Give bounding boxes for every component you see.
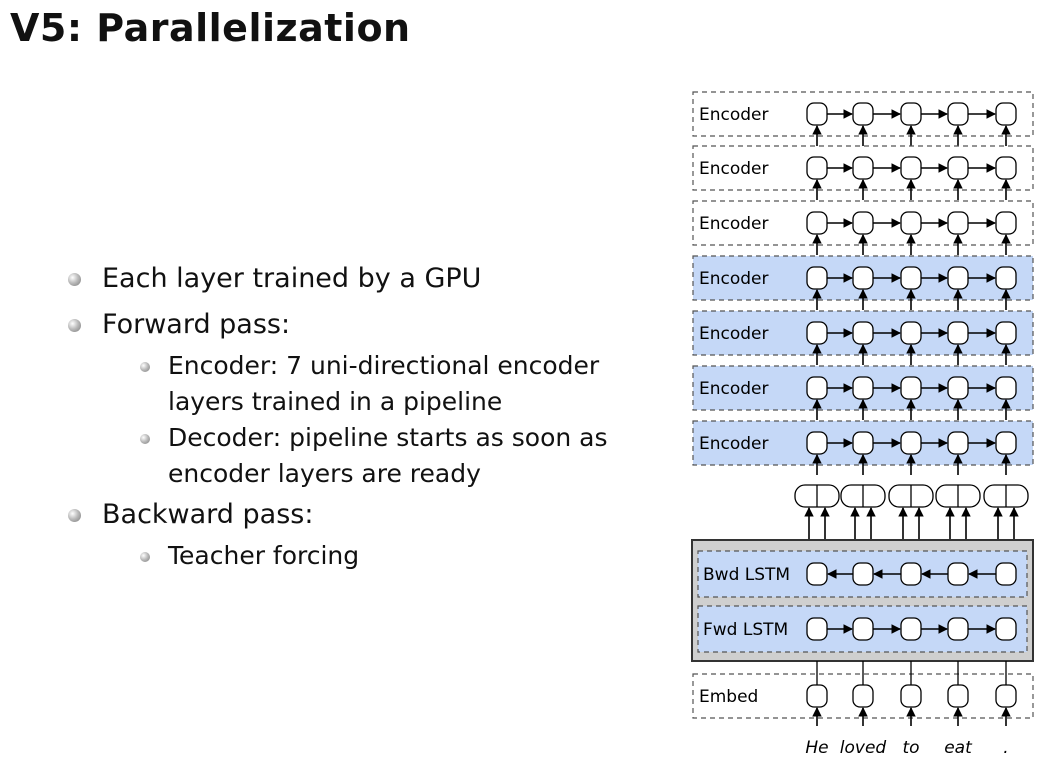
embed-cell (806, 684, 828, 708)
bwd-lstm-label: Bwd LSTM (703, 565, 790, 585)
lstm-cell (947, 266, 969, 290)
lstm-cell (852, 211, 874, 235)
lstm-cell (947, 211, 969, 235)
embed-cell (900, 684, 922, 708)
bwd-lstm-cell (806, 562, 828, 586)
lstm-cell (900, 376, 922, 400)
bwd-lstm-cell (852, 562, 874, 586)
input-token: . (1003, 738, 1008, 758)
lstm-cell (852, 156, 874, 180)
encoder-layer-label: Encoder (699, 379, 769, 399)
lstm-cell (900, 266, 922, 290)
bullet-list: Each layer trained by a GPU Forward pass… (68, 256, 608, 574)
lstm-cell (947, 156, 969, 180)
encoder-layer-label: Encoder (699, 105, 769, 125)
bullet-gpu-per-layer: Each layer trained by a GPU (68, 256, 608, 302)
lstm-cell (900, 431, 922, 455)
embed-layer-label: Embed (699, 687, 758, 707)
lstm-cell (806, 321, 828, 345)
subbullet-decoder: Decoder: pipeline starts as soon as enco… (68, 420, 608, 492)
lstm-cell (900, 102, 922, 126)
input-token: loved (840, 738, 887, 758)
input-token: to (902, 738, 919, 758)
bullet-icon (68, 273, 81, 286)
bullet-icon (68, 509, 81, 522)
lstm-cell (995, 376, 1017, 400)
lstm-cell (852, 321, 874, 345)
fwd-lstm-cell (995, 617, 1017, 641)
lstm-cell (995, 102, 1017, 126)
lstm-cell (995, 211, 1017, 235)
encoder-layer-label: Encoder (699, 324, 769, 344)
fwd-lstm-cell (806, 617, 828, 641)
fwd-lstm-cell (852, 617, 874, 641)
bwd-lstm-cell (995, 562, 1017, 586)
embed-cell (995, 684, 1017, 708)
lstm-cell (852, 102, 874, 126)
fwd-lstm-cell (947, 617, 969, 641)
bullet-backward-pass: Backward pass: (68, 492, 608, 538)
lstm-cell (806, 431, 828, 455)
slide-title: V5: Parallelization (10, 6, 411, 50)
lstm-cell (806, 266, 828, 290)
lstm-cell (806, 156, 828, 180)
bullet-icon (140, 552, 150, 562)
lstm-cell (995, 431, 1017, 455)
lstm-cell (995, 156, 1017, 180)
bullet-icon (68, 319, 81, 332)
input-token: eat (944, 738, 973, 758)
encoder-layer-label: Encoder (699, 214, 769, 234)
lstm-cell (806, 102, 828, 126)
encoder-layer-label: Encoder (699, 159, 769, 179)
fwd-lstm-label: Fwd LSTM (703, 620, 788, 640)
bullet-icon (140, 362, 150, 372)
lstm-cell (852, 431, 874, 455)
subbullet-teacher-forcing: Teacher forcing (68, 538, 608, 574)
embed-cell (852, 684, 874, 708)
encoder-layer-label: Encoder (699, 269, 769, 289)
lstm-cell (900, 156, 922, 180)
bwd-lstm-cell (900, 562, 922, 586)
bullet-forward-pass: Forward pass: (68, 302, 608, 348)
lstm-cell (947, 376, 969, 400)
lstm-cell (995, 266, 1017, 290)
lstm-cell (852, 266, 874, 290)
lstm-cell (900, 321, 922, 345)
lstm-cell (900, 211, 922, 235)
fwd-lstm-cell (900, 617, 922, 641)
input-token: He (805, 738, 828, 758)
lstm-cell (995, 321, 1017, 345)
bullet-icon (140, 434, 150, 444)
lstm-cell (852, 376, 874, 400)
subbullet-encoder: Encoder: 7 uni-directional encoder layer… (68, 348, 608, 420)
encoder-layer-label: Encoder (699, 434, 769, 454)
lstm-cell (947, 431, 969, 455)
lstm-cell (806, 376, 828, 400)
lstm-cell (947, 102, 969, 126)
lstm-cell (947, 321, 969, 345)
lstm-cell (806, 211, 828, 235)
embed-cell (947, 684, 969, 708)
bwd-lstm-cell (947, 562, 969, 586)
